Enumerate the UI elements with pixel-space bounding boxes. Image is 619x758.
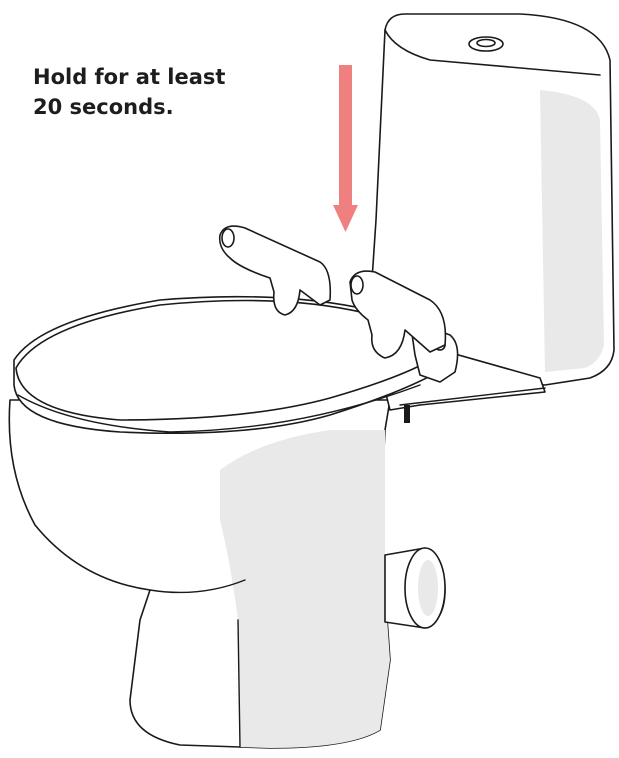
- outlet-pipe: [385, 548, 445, 628]
- down-arrow-icon: [333, 65, 358, 232]
- instruction-line-1: Hold for at least: [33, 62, 293, 92]
- instruction-text: Hold for at least 20 seconds.: [33, 62, 293, 122]
- instruction-line-2: 20 seconds.: [33, 92, 293, 122]
- toilet-bowl: [9, 400, 390, 748]
- flush-button: [469, 37, 503, 51]
